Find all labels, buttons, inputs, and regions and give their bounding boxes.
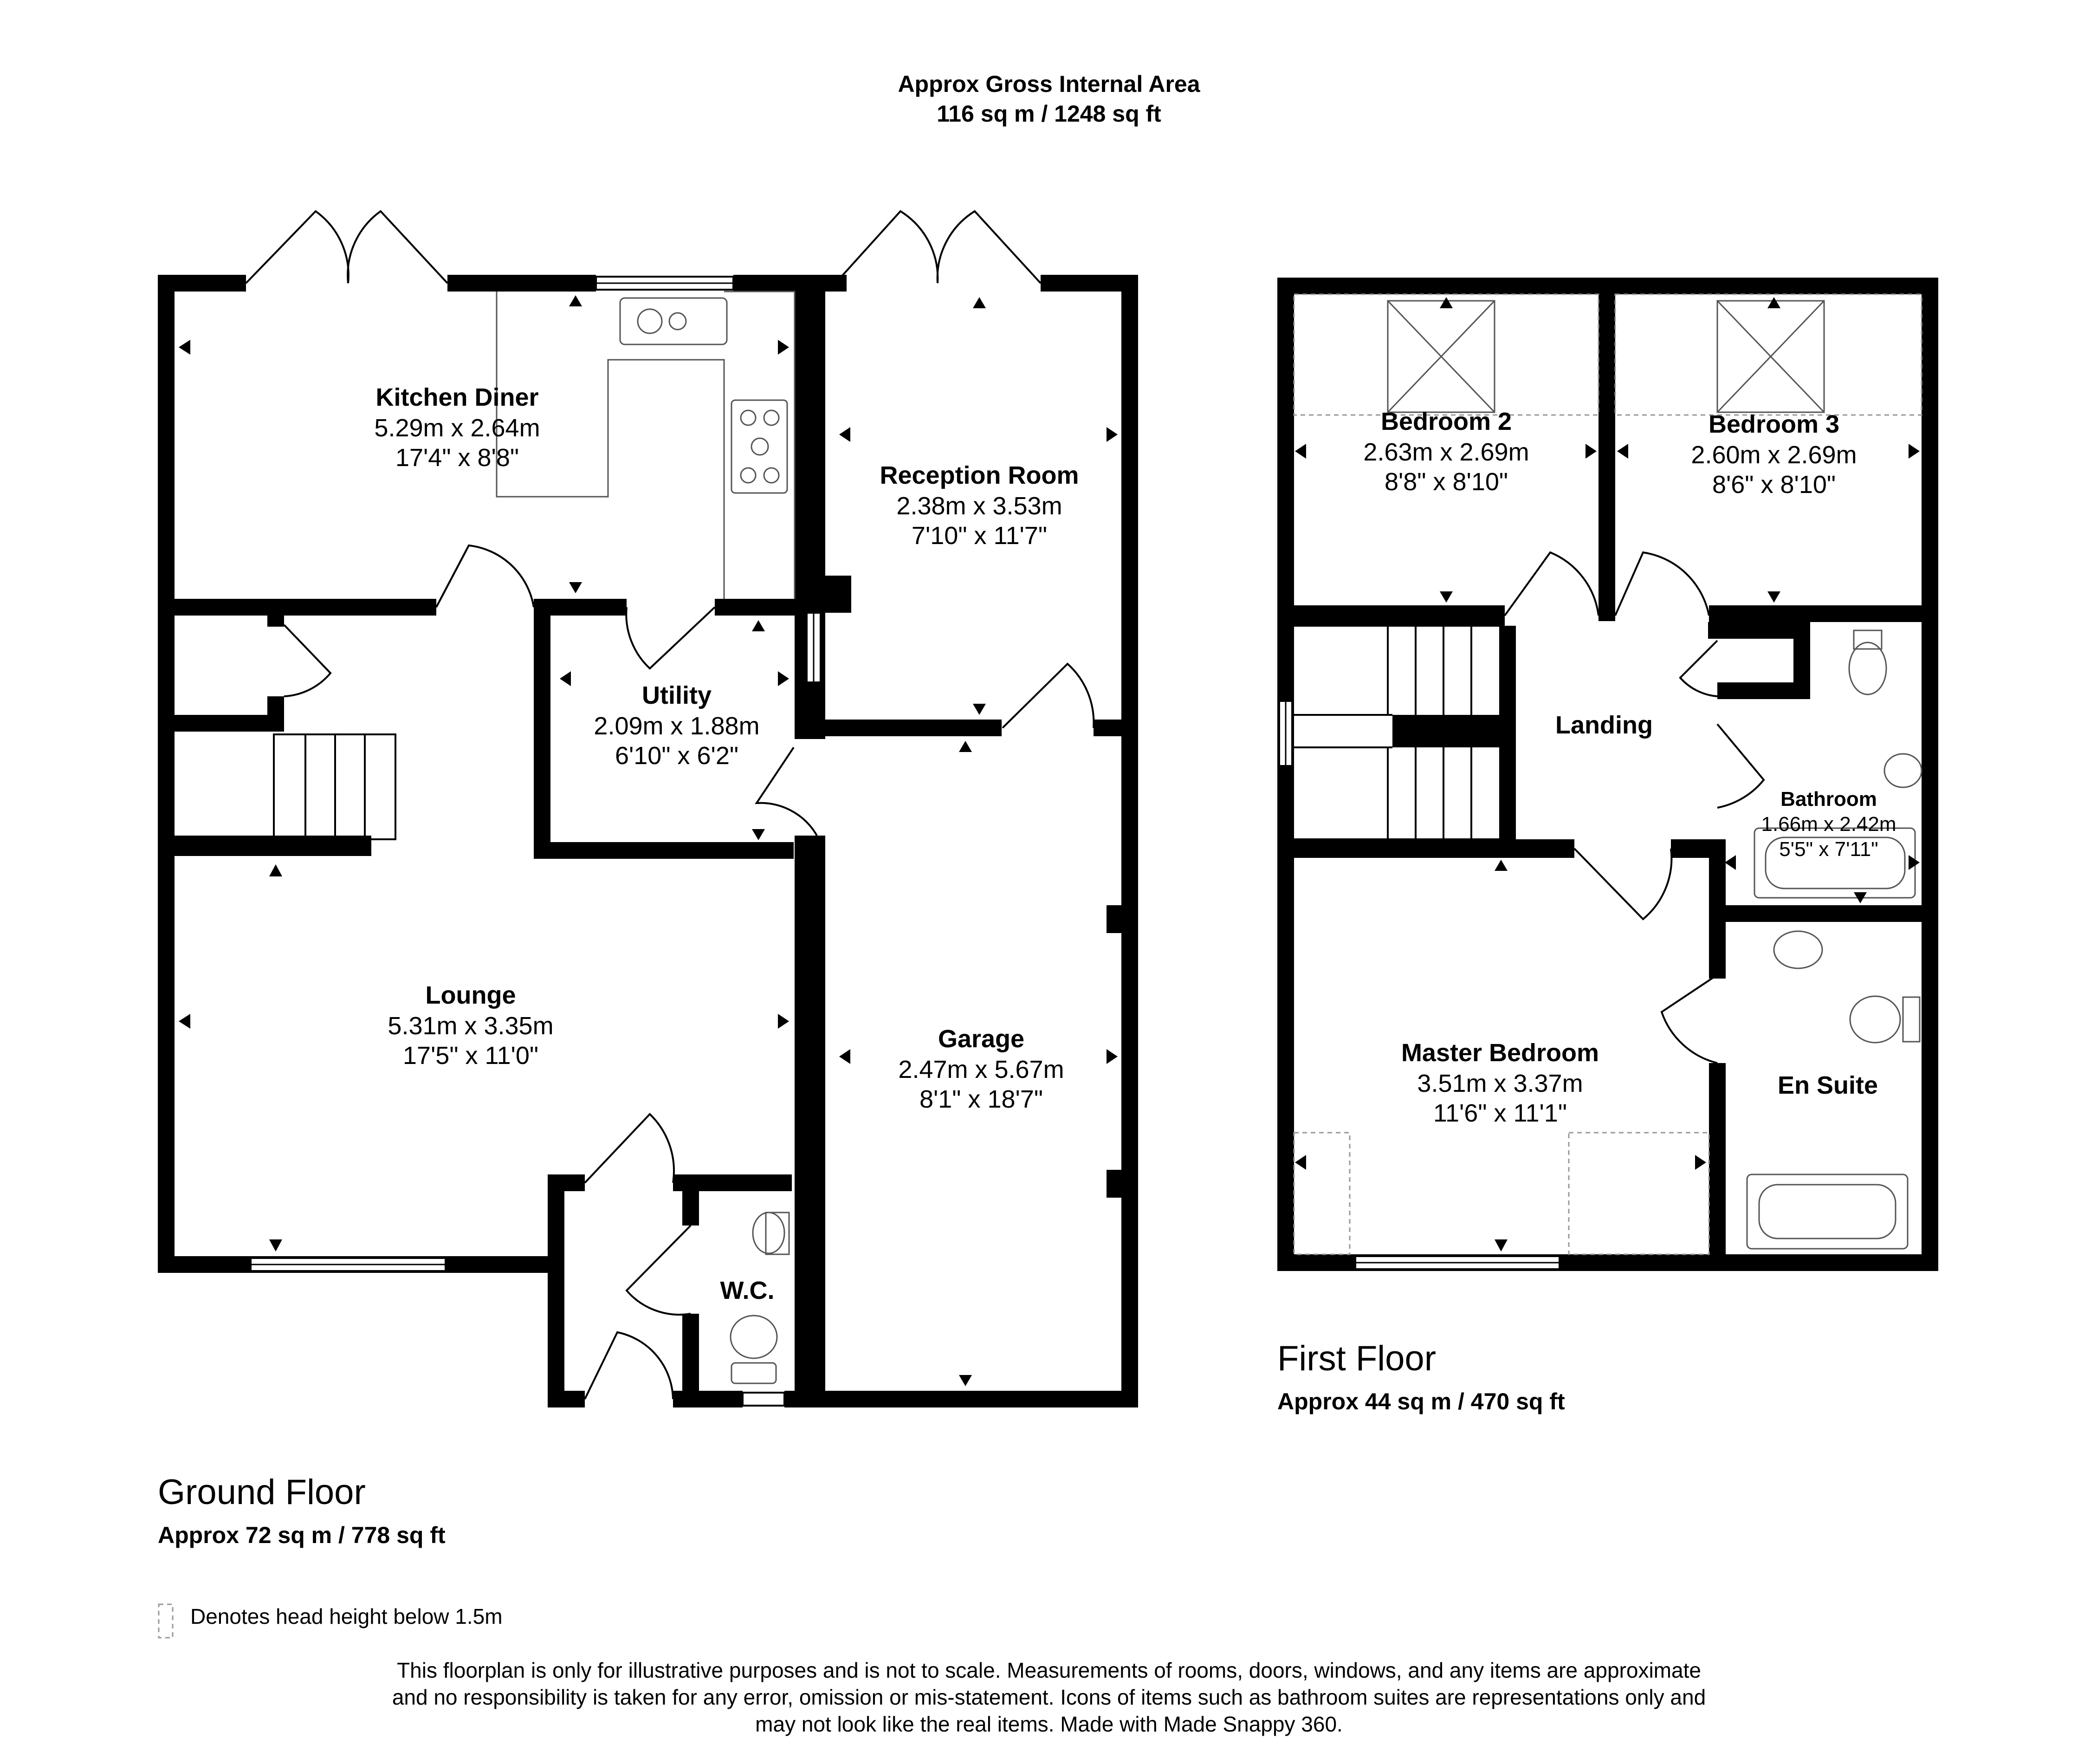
disclaimer-line-2: and no responsibility is taken for any e…: [392, 1685, 1706, 1709]
lounge-label: Lounge: [426, 981, 516, 1009]
first-floor-plan: Bedroom 2 2.63m x 2.69m 8'8" x 8'10" Bed…: [1277, 278, 1938, 1271]
ground-floor-title: Ground Floor: [158, 1472, 366, 1512]
bedroom-3-label: Bedroom 3: [1709, 410, 1839, 438]
first-floor-title: First Floor: [1277, 1339, 1436, 1378]
kitchen-diner-label: Kitchen Diner: [375, 383, 538, 411]
kitchen-diner-metric: 5.29m x 2.64m: [374, 414, 540, 442]
master-bedroom-imperial: 11'6" x 11'1": [1433, 1099, 1567, 1127]
bedroom-3-metric: 2.60m x 2.69m: [1691, 441, 1857, 469]
head-height-legend-text: Denotes head height below 1.5m: [190, 1604, 503, 1628]
master-bedroom-metric: 3.51m x 3.37m: [1417, 1070, 1583, 1097]
lounge-metric: 5.31m x 3.35m: [388, 1012, 553, 1040]
head-height-legend-swatch: [158, 1603, 174, 1639]
bathroom-label: Bathroom: [1780, 788, 1877, 811]
gross-area-title: Approx Gross Internal Area: [898, 71, 1200, 97]
disclaimer-line-3: may not look like the real items. Made w…: [755, 1712, 1343, 1736]
garage-imperial: 8'1" x 18'7": [919, 1085, 1043, 1113]
disclaimer-line-1: This floorplan is only for illustrative …: [397, 1658, 1701, 1682]
utility-imperial: 6'10" x 6'2": [615, 742, 738, 770]
garage-label: Garage: [938, 1025, 1024, 1053]
master-bedroom-label: Master Bedroom: [1401, 1039, 1599, 1067]
utility-metric: 2.09m x 1.88m: [594, 712, 759, 740]
bathroom-imperial: 5'5" x 7'11": [1779, 838, 1878, 861]
gross-area-value: 116 sq m / 1248 sq ft: [937, 101, 1161, 127]
kitchen-diner-imperial: 17'4" x 8'8": [395, 444, 519, 472]
bedroom-2-metric: 2.63m x 2.69m: [1363, 438, 1529, 466]
ground-floor-area: Approx 72 sq m / 778 sq ft: [158, 1522, 446, 1548]
first-floor-area: Approx 44 sq m / 470 sq ft: [1277, 1388, 1565, 1414]
garage-metric: 2.47m x 5.67m: [898, 1056, 1064, 1083]
landing-label: Landing: [1555, 711, 1653, 739]
bedroom-3-imperial: 8'6" x 8'10": [1712, 471, 1836, 499]
en-suite-label: En Suite: [1778, 1071, 1878, 1099]
reception-room-label: Reception Room: [880, 461, 1079, 489]
reception-room-metric: 2.38m x 3.53m: [896, 492, 1062, 520]
utility-label: Utility: [642, 681, 712, 709]
bedroom-2-label: Bedroom 2: [1381, 408, 1512, 435]
bathroom-metric: 1.66m x 2.42m: [1761, 813, 1896, 836]
ground-floor-plan: Kitchen Diner 5.29m x 2.64m 17'4" x 8'8"…: [158, 210, 1138, 1407]
lounge-imperial: 17'5" x 11'0": [403, 1042, 538, 1070]
bedroom-2-imperial: 8'8" x 8'10": [1385, 468, 1508, 496]
reception-room-imperial: 7'10" x 11'7": [912, 522, 1047, 550]
wc-label: W.C.: [720, 1277, 775, 1304]
